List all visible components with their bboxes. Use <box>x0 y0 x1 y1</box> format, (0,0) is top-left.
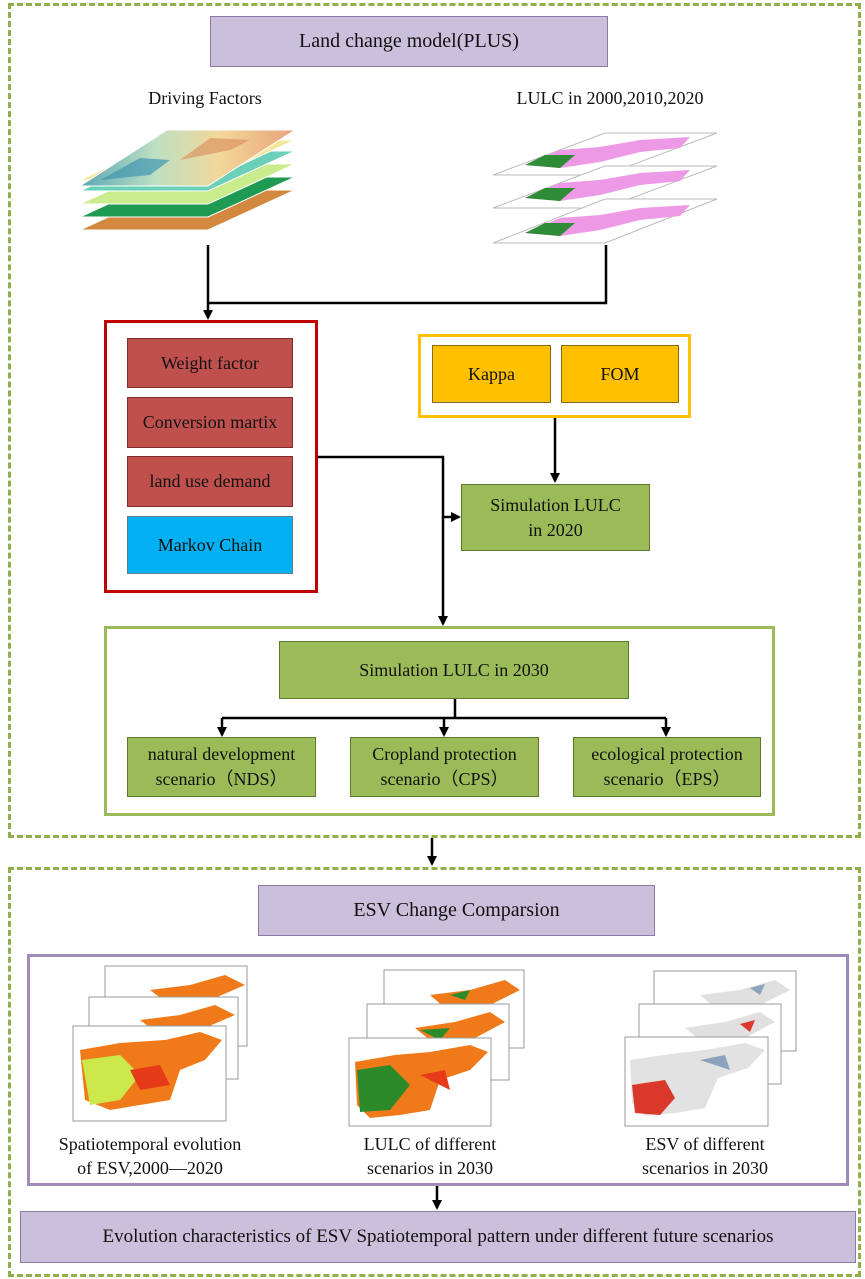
simulation-2020-line1: Simulation LULC <box>490 494 621 515</box>
scenario-frame <box>104 626 775 816</box>
simulation-2020-line2: in 2020 <box>528 519 583 540</box>
plus-model-title: Land change model(PLUS) <box>210 16 608 67</box>
esv-evolution-caption-line2: of ESV,2000—2020 <box>77 1158 223 1178</box>
conversion-matrix-box: Conversion martix <box>127 397 293 448</box>
nds-scenario-box: natural development scenario（NDS） <box>127 737 316 797</box>
lulc-input-label: LULC in 2000,2010,2020 <box>516 88 704 108</box>
lulc-scenarios-caption-line2: scenarios in 2030 <box>367 1158 493 1178</box>
esv-scenarios-caption-line1: ESV of different <box>645 1134 765 1154</box>
simulation-2020-box: Simulation LULC in 2020 <box>461 484 650 551</box>
esv-maps-frame <box>27 954 849 1186</box>
top-section-frame <box>8 3 861 838</box>
esv-comparison-title: ESV Change Comparsion <box>258 885 655 936</box>
esv-evolution-caption: Spatiotemporal evolution of ESV,2000—202… <box>40 1132 260 1180</box>
kappa-box: Kappa <box>432 345 551 403</box>
cps-scenario-box: Cropland protection scenario（CPS） <box>350 737 539 797</box>
esv-scenarios-caption-line2: scenarios in 2030 <box>642 1158 768 1178</box>
esv-scenarios-caption: ESV of different scenarios in 2030 <box>605 1132 805 1180</box>
conclusion-box: Evolution characteristics of ESV Spatiot… <box>20 1211 856 1263</box>
eps-scenario-box: ecological protection scenario（EPS） <box>573 737 761 797</box>
nds-line2: scenario（NDS） <box>155 769 288 789</box>
model-parameters-frame <box>104 320 318 593</box>
driving-factors-label: Driving Factors <box>148 88 262 108</box>
lulc-scenarios-caption-line1: LULC of different <box>363 1134 497 1154</box>
markov-chain-box: Markov Chain <box>127 516 293 574</box>
driving-factors-stack <box>78 129 297 231</box>
lulc-stack <box>492 132 718 244</box>
bottom-section-frame <box>8 867 861 1277</box>
weight-factor-box: Weight factor <box>127 338 293 388</box>
cps-line1: Cropland protection <box>372 744 517 764</box>
esv-scenario-maps <box>624 970 797 1127</box>
fom-box: FOM <box>561 345 679 403</box>
eps-line1: ecological protection <box>591 744 743 764</box>
eps-line2: scenario（EPS） <box>603 769 731 789</box>
lulc-scenario-maps <box>348 969 525 1127</box>
cps-line2: scenario（CPS） <box>380 769 509 789</box>
land-use-demand-box: land use demand <box>127 456 293 507</box>
nds-line1: natural development <box>147 744 296 764</box>
esv-evolution-caption-line1: Spatiotemporal evolution <box>58 1134 242 1154</box>
lulc-scenarios-caption: LULC of different scenarios in 2030 <box>330 1132 530 1180</box>
simulation-2030-box: Simulation LULC in 2030 <box>279 641 629 699</box>
esv-evolution-maps <box>72 965 248 1122</box>
accuracy-frame <box>418 334 691 418</box>
